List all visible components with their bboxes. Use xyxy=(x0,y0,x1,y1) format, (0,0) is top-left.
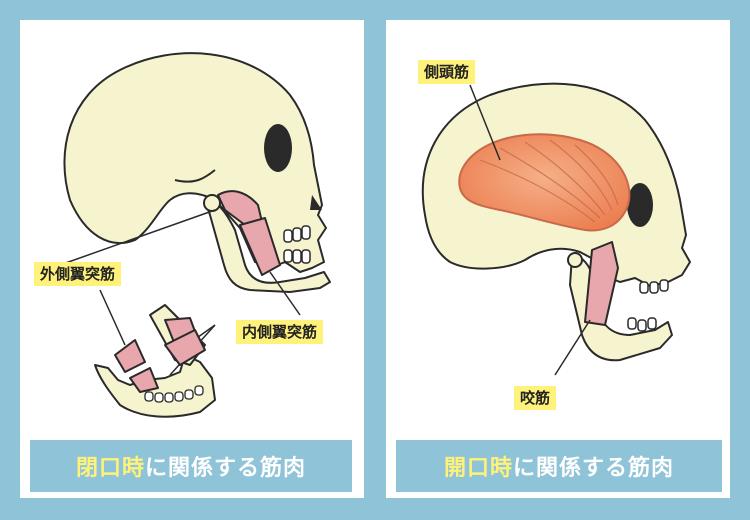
left-skull xyxy=(63,52,331,293)
panel-divider xyxy=(375,20,378,498)
right-mandible xyxy=(569,254,673,362)
label-temporalis: 側頭筋 xyxy=(418,60,476,84)
masseter-muscle xyxy=(584,241,619,326)
left-medial-pterygoid-muscle xyxy=(239,217,281,276)
left-nasal xyxy=(310,195,322,210)
label-medial-pterygoid: 内側翼突筋 xyxy=(236,320,324,344)
left-eye-socket xyxy=(264,124,292,172)
left-banner-text: に関係する筋肉 xyxy=(145,456,307,481)
right-eye-socket xyxy=(627,183,653,227)
right-banner-text: に関係する筋肉 xyxy=(513,456,675,481)
right-teeth xyxy=(627,279,669,332)
label-masseter: 咬筋 xyxy=(514,386,557,410)
right-skull xyxy=(421,82,691,362)
left-banner: 閉口時に関係する筋肉 xyxy=(30,440,352,492)
right-banner-highlight: 開口時 xyxy=(443,456,513,481)
label-lateral-pterygoid: 外側翼突筋 xyxy=(34,262,122,286)
left-jaw-detail xyxy=(94,304,216,418)
right-banner: 開口時に関係する筋肉 xyxy=(396,440,722,492)
left-teeth xyxy=(283,225,311,264)
left-banner-highlight: 閉口時 xyxy=(75,456,145,481)
